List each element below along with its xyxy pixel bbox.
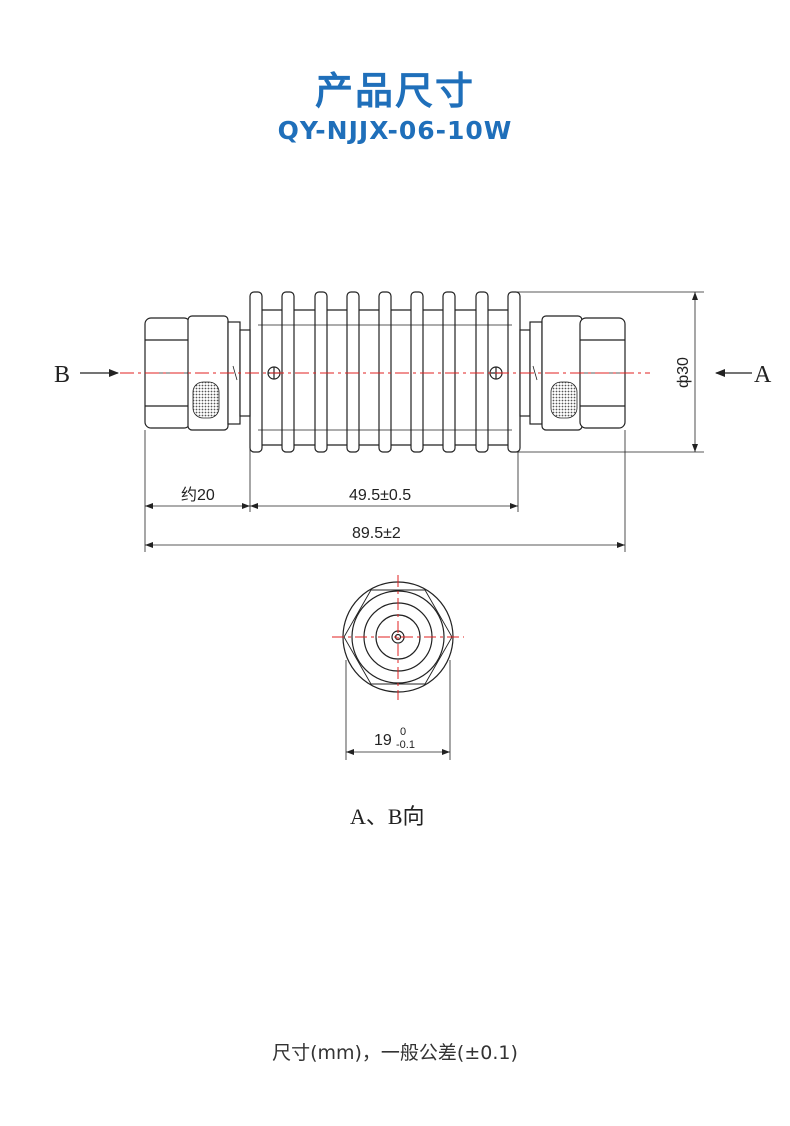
heatsink-fin bbox=[346, 291, 360, 453]
side-view bbox=[80, 291, 752, 552]
heatsink-fin bbox=[410, 291, 424, 453]
heatsink-fin bbox=[507, 291, 521, 453]
heatsink-fin bbox=[281, 291, 295, 453]
heatsink-fin bbox=[249, 291, 263, 453]
heatsink-fin bbox=[314, 291, 328, 453]
hex-width-dimension bbox=[345, 660, 451, 760]
heatsink-body bbox=[249, 291, 521, 453]
hex-width-lower-tol: -0.1 bbox=[396, 739, 415, 751]
model-number: QY-NJJX-06-10W bbox=[277, 116, 513, 145]
label-b: B bbox=[54, 362, 70, 388]
connector-length-label: 约20 bbox=[181, 486, 215, 504]
label-a: A bbox=[754, 362, 772, 388]
view-caption: A、B向 bbox=[350, 804, 425, 829]
heatsink-fin bbox=[378, 291, 392, 453]
total-length-label: 89.5±2 bbox=[352, 525, 401, 542]
diameter-label: ф30 bbox=[675, 357, 692, 388]
length-dimensions bbox=[144, 430, 626, 552]
heatsink-fin bbox=[475, 291, 489, 453]
end-view bbox=[332, 575, 464, 760]
tolerance-note: 尺寸(mm)，一般公差(±0.1) bbox=[272, 1042, 518, 1064]
body-length-label: 49.5±0.5 bbox=[349, 487, 411, 504]
heatsink-fin bbox=[442, 291, 456, 453]
hex-width-upper-tol: 0 bbox=[400, 726, 406, 738]
diameter-dimension bbox=[512, 291, 704, 453]
page-title: 产品尺寸 bbox=[314, 69, 475, 113]
hex-width-label: 19 bbox=[374, 732, 392, 749]
